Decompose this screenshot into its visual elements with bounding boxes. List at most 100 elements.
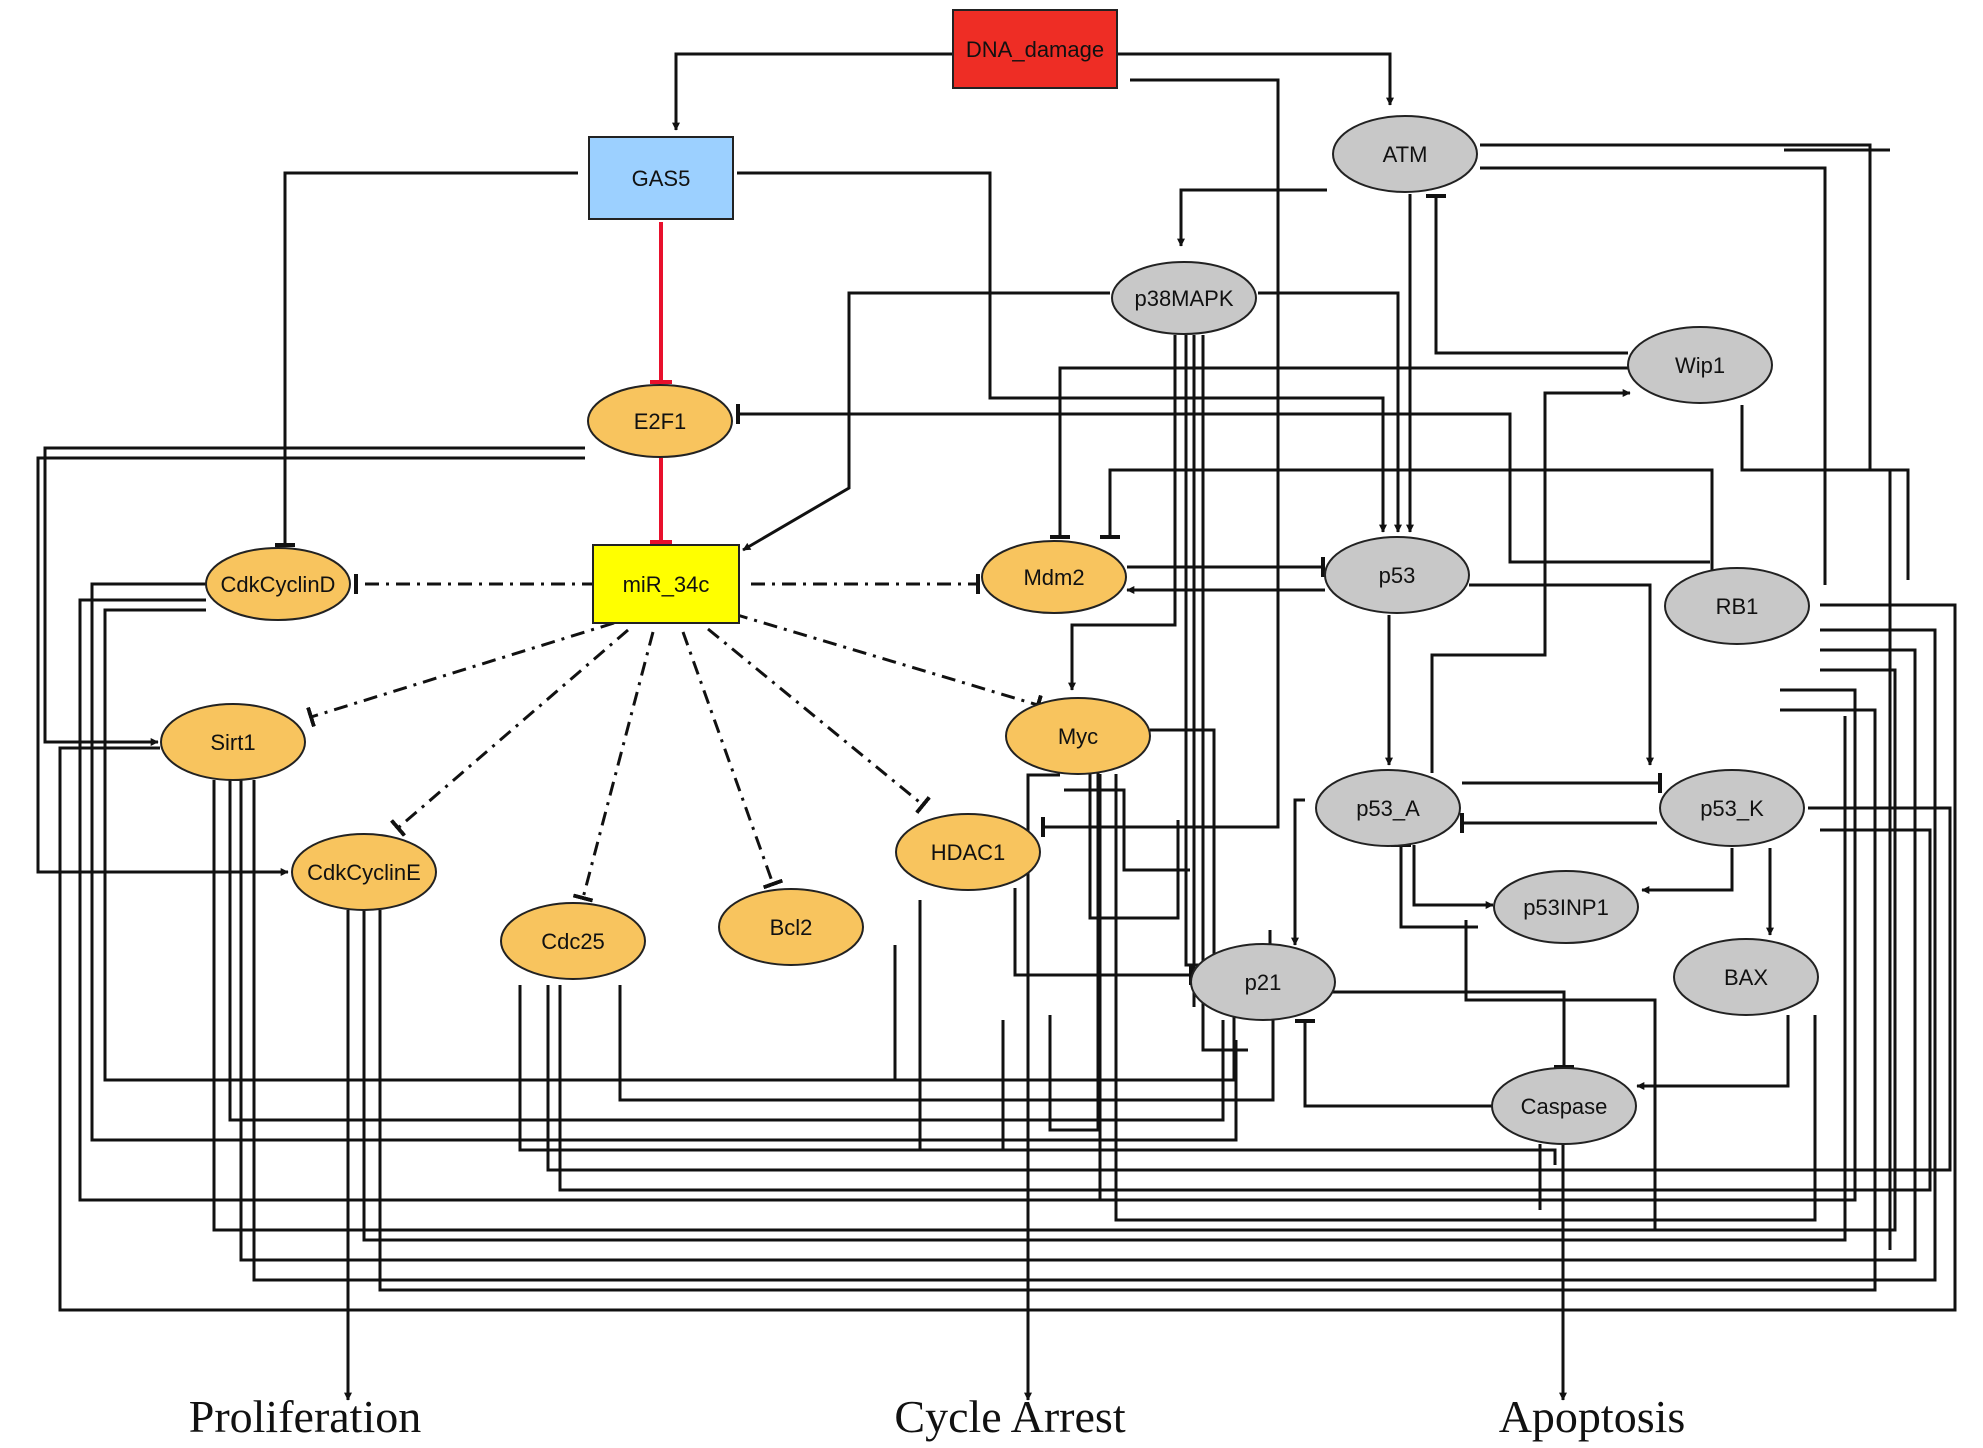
edge-p53k-p53inp1 xyxy=(1641,848,1734,894)
node-shape-bax xyxy=(1673,938,1819,1016)
node-label-p53k: p53_K xyxy=(1700,796,1764,821)
node-myc[interactable]: Myc xyxy=(1005,697,1151,775)
node-bcl2[interactable]: Bcl2 xyxy=(718,888,864,966)
node-label-sirt1: Sirt1 xyxy=(210,730,255,755)
edge-p21-caspase xyxy=(1317,990,1574,1069)
node-shape-p53a xyxy=(1315,769,1461,847)
node-label-ccd: CdkCyclinD xyxy=(221,572,336,597)
node-e2f1[interactable]: E2F1 xyxy=(587,384,733,458)
edge-gas5-ccd xyxy=(275,171,578,547)
node-label-p53a: p53_A xyxy=(1356,796,1420,821)
edge-mir-bcl2 xyxy=(681,631,784,890)
node-shape-rb1 xyxy=(1664,567,1810,645)
node-shape-p53 xyxy=(1324,536,1470,614)
wire-16 xyxy=(378,708,1877,1292)
node-shape-p21 xyxy=(1190,943,1336,1021)
node-mdm2[interactable]: Mdm2 xyxy=(981,540,1127,614)
edge-mir-myc xyxy=(733,612,1043,716)
edge-atm-p38 xyxy=(1177,188,1327,247)
node-label-mir: miR_34c xyxy=(623,572,710,597)
edge-p53a-p53inp1 xyxy=(1412,845,1494,909)
node-label-p38: p38MAPK xyxy=(1134,286,1233,311)
edge-mir-cdc25 xyxy=(572,631,655,903)
node-shape-p38 xyxy=(1111,261,1257,335)
node-label-rb1: RB1 xyxy=(1716,594,1759,619)
node-shape-sirt1 xyxy=(160,703,306,781)
wire-25 xyxy=(1480,166,1827,585)
node-gas5[interactable]: GAS5 xyxy=(588,136,734,220)
edge-myc-arrest xyxy=(1024,773,1060,1401)
outcome-proliferation: Proliferation xyxy=(189,1391,422,1442)
edge-dna-gas5 xyxy=(672,52,952,131)
wire-24 xyxy=(1464,920,1657,1230)
node-p53[interactable]: p53 xyxy=(1324,536,1470,614)
node-p53inp1[interactable]: p53INP1 xyxy=(1493,870,1639,944)
node-rb1[interactable]: RB1 xyxy=(1664,567,1810,645)
edge-rb1-e2f1 xyxy=(736,404,1710,564)
wire-19 xyxy=(546,806,1952,1172)
node-shape-mir xyxy=(592,544,740,624)
node-shape-cce xyxy=(291,833,437,911)
node-shape-e2f1 xyxy=(587,384,733,458)
node-shape-myc xyxy=(1005,697,1151,775)
edge-p38-myc xyxy=(1068,335,1177,691)
node-shape-atm xyxy=(1332,115,1478,193)
edge-p53inp1-p53a xyxy=(1391,843,1478,929)
node-p38[interactable]: p38MAPK xyxy=(1111,261,1257,335)
wire-12 xyxy=(58,603,1957,1312)
node-shape-dna xyxy=(952,9,1118,89)
node-mir[interactable]: miR_34c xyxy=(592,544,740,624)
node-dna[interactable]: DNA_damage xyxy=(952,9,1118,89)
wire-9 xyxy=(239,648,1917,1262)
node-shape-p53k xyxy=(1659,769,1805,847)
edge-dna-hdac1 xyxy=(1041,78,1280,837)
node-sirt1[interactable]: Sirt1 xyxy=(160,703,306,781)
edge-p53-p53k xyxy=(1469,583,1654,766)
outcome-apoptosis: Apoptosis xyxy=(1499,1391,1686,1442)
edge-caspase-p21 xyxy=(1295,1019,1496,1108)
node-p53k[interactable]: p53_K xyxy=(1659,769,1805,847)
wire-21 xyxy=(1098,774,1625,1202)
node-label-bax: BAX xyxy=(1724,965,1768,990)
edge-p53a-p21 xyxy=(1291,798,1305,946)
node-shape-ccd xyxy=(205,547,351,621)
edge-e2f1-cce xyxy=(36,456,585,876)
node-shape-bcl2 xyxy=(718,888,864,966)
edge-p38-p21 xyxy=(1184,335,1216,975)
edge-hdac1-p21 xyxy=(1013,888,1193,985)
edge-mir-sirt1 xyxy=(306,621,615,728)
node-label-myc: Myc xyxy=(1058,724,1098,749)
edge-myc-p21 xyxy=(1150,728,1224,967)
edge-e2f1-sirt1 xyxy=(43,446,585,746)
wire-13 xyxy=(90,582,1238,1142)
node-label-atm: ATM xyxy=(1383,142,1428,167)
node-shape-gas5 xyxy=(588,136,734,220)
wire-2 xyxy=(618,985,1275,1102)
wire-0 xyxy=(1064,788,1190,872)
node-wip1[interactable]: Wip1 xyxy=(1627,326,1773,404)
node-label-p53: p53 xyxy=(1379,563,1416,588)
wire-15 xyxy=(103,608,1218,1082)
node-ccd[interactable]: CdkCyclinD xyxy=(205,547,351,621)
node-cce[interactable]: CdkCyclinE xyxy=(291,833,437,911)
node-p21[interactable]: p21 xyxy=(1190,943,1336,1021)
node-bax[interactable]: BAX xyxy=(1673,938,1819,1016)
wire-7 xyxy=(918,900,1005,1152)
node-label-gas5: GAS5 xyxy=(632,166,691,191)
edge-bax-caspase xyxy=(1636,1015,1790,1090)
node-label-dna: DNA_damage xyxy=(966,37,1104,62)
edge-p38-mir xyxy=(742,291,1110,552)
node-atm[interactable]: ATM xyxy=(1332,115,1478,193)
node-cdc25[interactable]: Cdc25 xyxy=(500,902,646,980)
node-caspase[interactable]: Caspase xyxy=(1491,1067,1637,1145)
edge-gas5-p53 xyxy=(737,171,1387,533)
node-hdac1[interactable]: HDAC1 xyxy=(895,813,1041,891)
node-shape-caspase xyxy=(1491,1067,1637,1145)
wire-1 xyxy=(893,945,1236,1082)
outcomes-layer: Proliferation Cycle Arrest Apoptosis xyxy=(189,1391,1686,1442)
node-p53a[interactable]: p53_A xyxy=(1315,769,1461,847)
node-label-cdc25: Cdc25 xyxy=(541,929,605,954)
edge-wip1-mdm2 xyxy=(1050,366,1628,539)
edge-wip1-atm xyxy=(1426,194,1628,355)
